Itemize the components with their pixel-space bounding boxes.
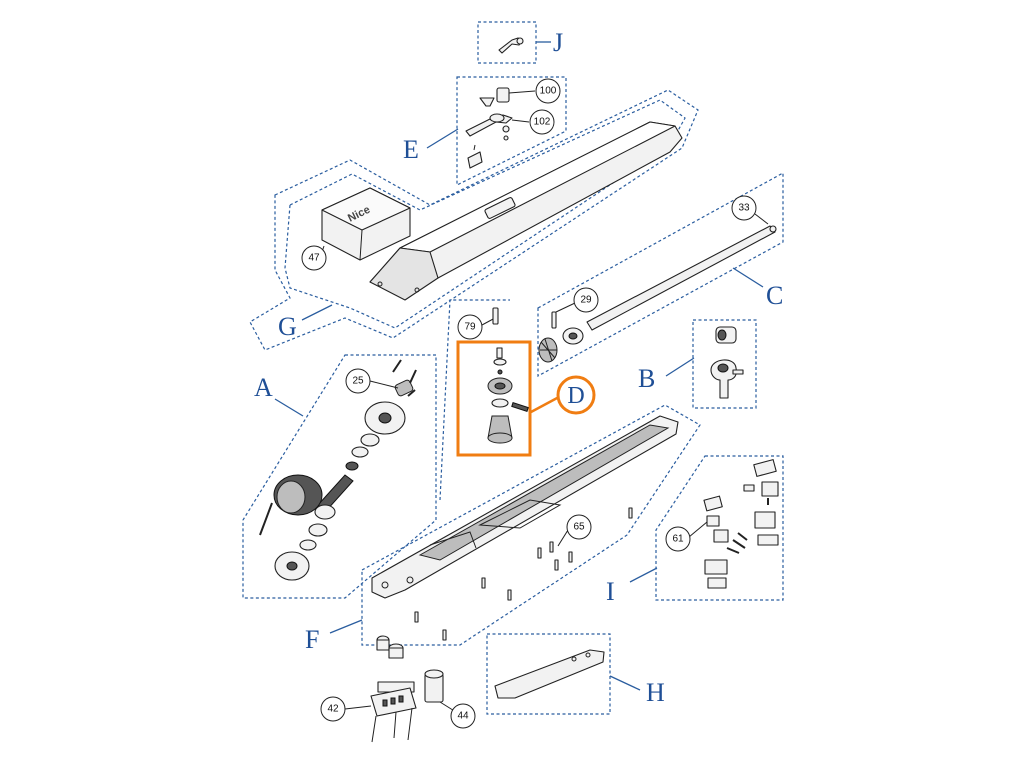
group-h-leader (609, 675, 641, 691)
group-j-outline (477, 21, 537, 64)
group-f[interactable]: 65 F (305, 404, 701, 654)
group-d-leader (530, 395, 560, 414)
release-eyelet-part (710, 359, 744, 399)
group-a[interactable]: 25 A (242, 354, 437, 599)
bevel-gear-part (538, 337, 558, 363)
callout-79: 79 (457, 314, 496, 340)
group-c-leader (732, 267, 764, 288)
loose-parts: 42 44 (320, 635, 476, 743)
group-e-label: E (403, 135, 419, 164)
cable-gland-parts (376, 635, 404, 659)
bracket-plate-part (494, 649, 605, 699)
base-housing-part (371, 415, 679, 599)
motor-parts (259, 359, 417, 581)
svg-text:25: 25 (352, 376, 364, 387)
svg-text:79: 79 (464, 322, 476, 333)
group-h[interactable]: H (486, 633, 665, 715)
group-j-label: J (553, 28, 563, 57)
svg-text:100: 100 (540, 86, 557, 97)
group-f-leader (329, 619, 363, 634)
callout-102: 102 (511, 109, 555, 135)
callout-33: 33 (731, 195, 769, 225)
group-i[interactable]: 61 I (606, 455, 784, 606)
group-d-highlight-box (456, 340, 532, 457)
group-d-highlight-circle (556, 375, 596, 415)
group-c-outline (537, 171, 784, 378)
group-b-label: B (638, 364, 655, 393)
callout-42: 42 (320, 696, 372, 722)
group-g-outline (249, 89, 699, 351)
group-e[interactable]: 100 102 E (403, 76, 567, 186)
svg-text:102: 102 (534, 117, 551, 128)
group-d[interactable]: 79 D (439, 299, 596, 501)
callout-44: 44 (439, 701, 476, 729)
group-g-label: G (278, 312, 297, 341)
group-c[interactable]: 29 33 C (537, 171, 784, 378)
screw-shaft-part (586, 225, 777, 331)
group-d-outline (439, 299, 510, 501)
group-b[interactable]: B (638, 319, 757, 409)
screws-parts (414, 507, 633, 641)
group-a-leader (274, 398, 304, 417)
control-box-cover-part: Nice (321, 187, 411, 261)
callout-25: 25 (345, 368, 399, 394)
group-d-label: D (567, 383, 584, 409)
release-nut-part (715, 326, 737, 344)
capacitor-part (424, 669, 444, 703)
group-j[interactable]: J (477, 21, 563, 64)
pin-79-part (492, 307, 499, 325)
group-f-label: F (305, 625, 319, 654)
group-f-outline (361, 404, 701, 646)
housing-cover-part (369, 121, 683, 301)
group-g[interactable]: Nice 47 G (249, 89, 699, 351)
gear-stack-parts (487, 347, 529, 444)
callout-65: 65 (557, 514, 592, 547)
svg-text:29: 29 (580, 295, 592, 306)
group-b-outline (692, 319, 757, 409)
bearing-part (562, 327, 584, 345)
limit-switch-parts (703, 459, 779, 589)
svg-text:61: 61 (672, 534, 684, 545)
group-c-label: C (766, 281, 783, 310)
pin-part (551, 311, 557, 329)
terminal-block-part (370, 681, 417, 743)
group-e-leader (426, 128, 459, 149)
group-i-label: I (606, 577, 615, 606)
svg-text:47: 47 (308, 253, 320, 264)
group-a-outline (242, 354, 437, 599)
svg-text:33: 33 (738, 203, 750, 214)
svg-text:42: 42 (327, 704, 339, 715)
release-key-part (498, 37, 524, 54)
group-e-outline (456, 76, 567, 186)
group-a-label: A (254, 373, 273, 402)
callout-61: 61 (665, 521, 708, 552)
svg-text:44: 44 (457, 711, 469, 722)
group-g-leader (301, 304, 333, 321)
group-h-outline (486, 633, 611, 715)
group-i-leader (629, 567, 658, 583)
group-b-leader (665, 357, 695, 377)
svg-text:65: 65 (573, 522, 585, 533)
release-lever-parts (465, 87, 513, 169)
group-h-label: H (646, 678, 665, 707)
callout-100: 100 (508, 78, 561, 104)
callout-29: 29 (555, 287, 599, 313)
callout-47: 47 (301, 245, 327, 271)
